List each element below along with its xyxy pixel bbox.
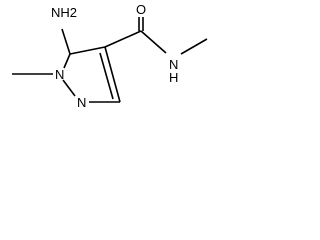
amide-hydrogen-label: H — [169, 70, 178, 85]
ring-nitrogen-2-label: N — [77, 95, 86, 110]
amide-nitrogen-label: N — [169, 57, 178, 72]
bond-c3-c4 — [104, 46, 121, 103]
bond-c5-c4 — [69, 46, 106, 55]
bond-c5-n1 — [63, 53, 71, 69]
bond-c4-c3-inner — [99, 52, 114, 100]
bond-carbonyl-n — [140, 30, 167, 54]
bond-c5-amino — [61, 28, 71, 55]
bond-n1-n2 — [62, 79, 76, 97]
ring-nitrogen-1-label: N — [55, 67, 64, 82]
bond-c4-carbonyl — [104, 30, 142, 48]
chemical-structure: NH2 N N O N H — [12, 2, 208, 110]
amino-label: NH2 — [51, 5, 77, 20]
carbonyl-oxygen-label: O — [136, 2, 146, 17]
bond-amide-n-methyl — [180, 38, 208, 55]
bonds — [12, 17, 208, 103]
atom-labels: NH2 N N O N H — [51, 2, 178, 110]
